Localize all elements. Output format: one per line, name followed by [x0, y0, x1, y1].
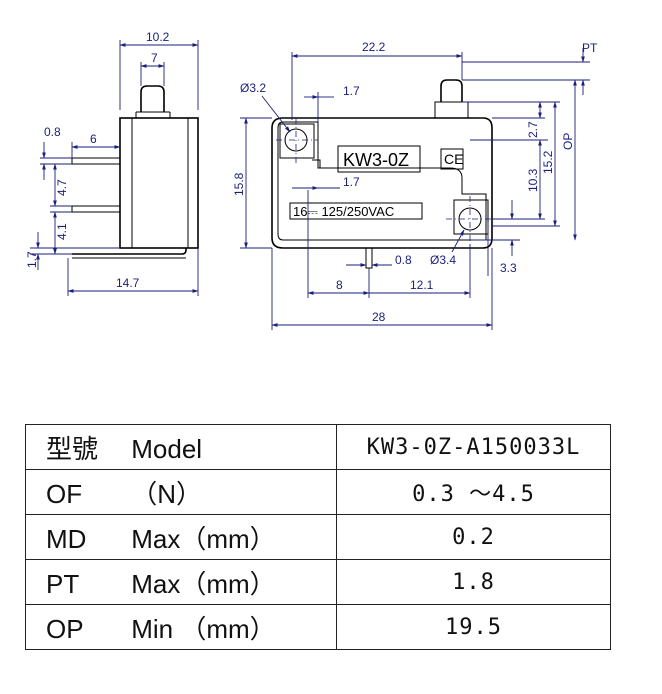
table-row: PT Max（mm） 1.8 [25, 559, 611, 605]
dim-terminal-thickness: 0.8 [44, 125, 61, 139]
dim-mid-offset: 1.7 [343, 175, 360, 189]
table-cell-value: KW3-0Z-A150033L [336, 424, 611, 470]
dim-terminal-spacing: 4.7 [55, 179, 69, 196]
model-mark: KW3-0Z [343, 150, 409, 170]
dim-side-width-plunger: 7 [151, 51, 158, 65]
technical-drawing: 10.2 7 6 0.8 4.7 4.1 1.7 [25, 30, 598, 330]
dim-base-offset: 1.7 [25, 251, 39, 268]
dim-pin-dist-12-1: 12.1 [410, 278, 434, 292]
table-row: OF （N） 0.3 ～4.5 [25, 469, 611, 515]
dim-height-10-3: 10.3 [526, 168, 540, 192]
table-cell-param: PT Max（mm） [25, 559, 337, 605]
dim-height-2-7: 2.7 [526, 121, 540, 138]
dim-hole-bottom-dia: Ø3.4 [430, 253, 456, 267]
dim-hole-top-dia: Ø3.2 [240, 81, 266, 95]
table-row: OP Min （mm） 19.5 [25, 604, 611, 650]
table-row: 型號 Model KW3-0Z-A150033L [25, 424, 611, 470]
table-row: MD Max（mm） 0.2 [25, 514, 611, 560]
dim-side-length: 14.7 [116, 276, 140, 290]
table-cell-value: 19.5 [336, 604, 611, 650]
front-view: KW3-0Z CE 16⎓ 125/250VAC 22.2 PT OP 2.7 [232, 40, 598, 330]
dim-terminal-offset: 4.1 [55, 223, 69, 240]
spec-table: 型號 Model KW3-0Z-A150033L OF （N） 0.3 ～4.5… [25, 424, 611, 650]
dim-pt: PT [582, 41, 598, 55]
ce-mark: CE [444, 151, 463, 167]
dim-pin-offset: 0.8 [395, 253, 412, 267]
dim-terminal-pitch: 6 [90, 132, 97, 146]
dim-top-offset: 1.7 [343, 84, 360, 98]
table-cell-param: OP Min （mm） [25, 604, 337, 650]
dim-pin-dist-8: 8 [336, 278, 343, 292]
table-cell-value: 0.2 [336, 514, 611, 560]
rating-mark: 16⎓ 125/250VAC [293, 204, 394, 219]
dim-hole-edge: 3.3 [500, 261, 517, 275]
dim-height-15-8: 15.8 [232, 172, 246, 196]
table-cell-value: 0.3 ～4.5 [336, 469, 611, 515]
table-cell-param: MD Max（mm） [25, 514, 337, 560]
dim-length-top: 22.2 [362, 40, 386, 54]
table-cell-param: 型號 Model [25, 424, 337, 470]
dim-height-15-2: 15.2 [541, 150, 555, 174]
dim-total-length: 28 [372, 310, 386, 324]
dim-side-width-outer: 10.2 [146, 30, 170, 44]
table-cell-value: 1.8 [336, 559, 611, 605]
side-view: 10.2 7 6 0.8 4.7 4.1 1.7 [25, 30, 199, 296]
table-cell-param: OF （N） [25, 469, 337, 515]
dim-op: OP [561, 133, 575, 150]
